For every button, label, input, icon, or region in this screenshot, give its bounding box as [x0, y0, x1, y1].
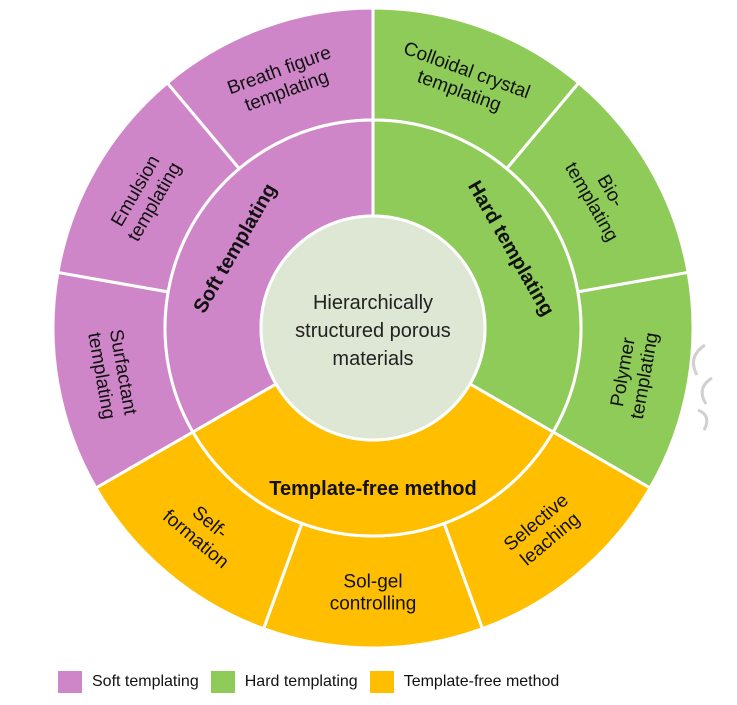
- legend-item-soft: Soft templating: [58, 671, 199, 693]
- watermark-strokes: [691, 343, 713, 431]
- category-label-free: Template-free method: [269, 478, 476, 500]
- legend-label-soft: Soft templating: [92, 673, 199, 690]
- legend-item-free: Template-free method: [369, 671, 560, 693]
- legend-swatch-soft: [58, 671, 82, 693]
- outer-ring: [51, 6, 695, 650]
- legend-label-hard: Hard templating: [244, 673, 358, 690]
- center-circle: [259, 214, 487, 442]
- legend-item-hard: Hard templating: [210, 671, 358, 693]
- legend: Soft templating Hard templating Template…: [58, 670, 571, 694]
- svg-text:Template-free method: Template-free method: [269, 478, 476, 500]
- legend-label-free: Template-free method: [403, 673, 560, 690]
- legend-swatch-hard: [210, 671, 235, 693]
- legend-swatch-free: [369, 671, 394, 693]
